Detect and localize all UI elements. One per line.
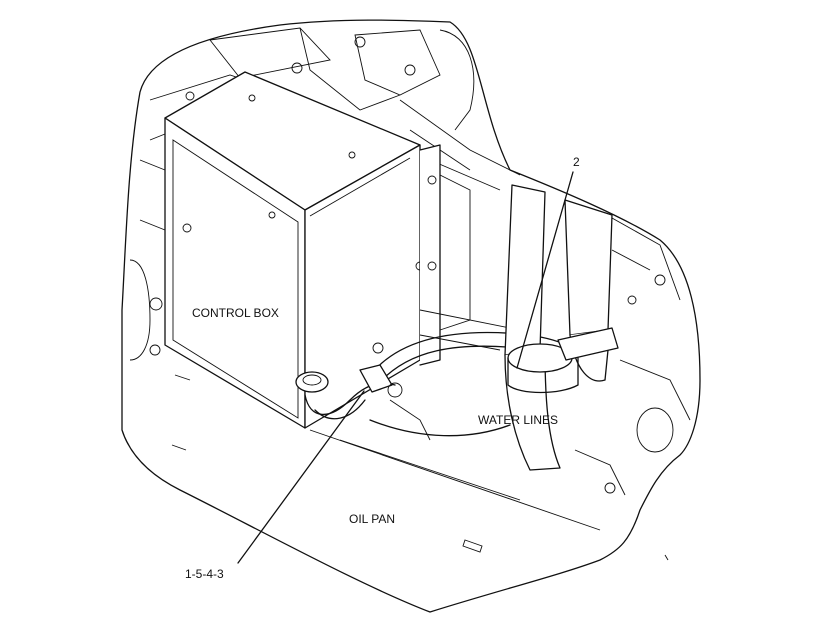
leader-line-2 — [516, 171, 574, 369]
callout-2: 2 — [573, 155, 580, 169]
control-box — [164, 71, 425, 429]
background-machinery — [149, 27, 521, 191]
leader-line-1543 — [237, 390, 365, 564]
mounting-bracket — [419, 144, 521, 366]
left-side-details — [129, 159, 191, 451]
callout-1-5-4-3: 1-5-4-3 — [185, 567, 224, 581]
label-oil-pan: OIL PAN — [349, 512, 395, 526]
cable-grommet — [295, 371, 329, 393]
label-control-box: CONTROL BOX — [192, 306, 279, 320]
water-lines — [504, 184, 691, 496]
oil-pan — [309, 429, 669, 561]
label-water-lines: WATER LINES — [478, 413, 558, 427]
